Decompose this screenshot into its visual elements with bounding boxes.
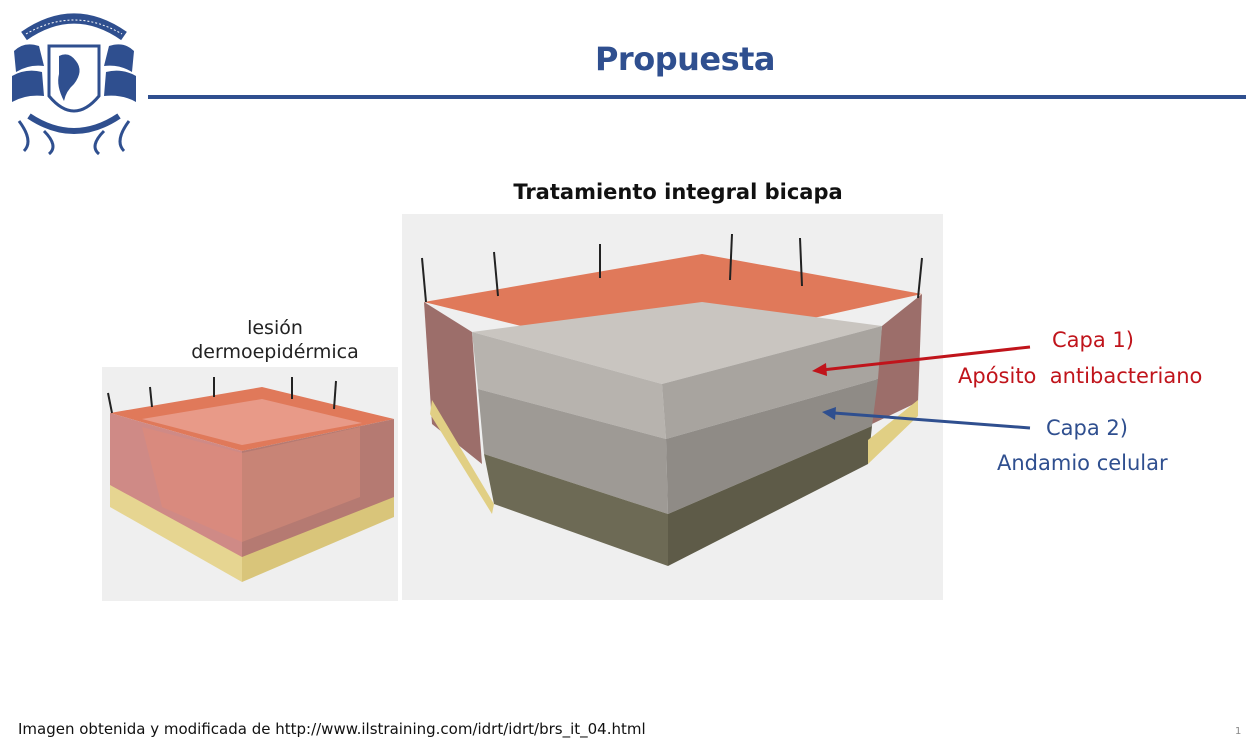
lesion-label: lesión dermoepidérmica [150, 316, 400, 364]
unam-logo [4, 6, 144, 156]
arrow-layer2-icon [822, 407, 1030, 428]
unam-escudo-logo-icon [4, 6, 144, 156]
layer1-title: Capa 1) [1052, 328, 1134, 352]
layer2-description: Andamio celular [997, 451, 1168, 475]
page-number: 1 [1235, 726, 1241, 737]
lesion-skin-illustration [102, 367, 398, 601]
diagram-subtitle: Tratamiento integral bicapa [478, 180, 878, 204]
image-source-caption: Imagen obtenida y modificada de http://w… [18, 720, 646, 738]
lesion-label-line1: lesión [150, 316, 400, 340]
layer1-description: Apósito antibacteriano [958, 364, 1202, 388]
layer2-title: Capa 2) [1046, 416, 1128, 440]
title-divider [148, 95, 1246, 99]
slide-title: Propuesta [560, 40, 810, 78]
lesion-label-line2: dermoepidérmica [150, 340, 400, 364]
